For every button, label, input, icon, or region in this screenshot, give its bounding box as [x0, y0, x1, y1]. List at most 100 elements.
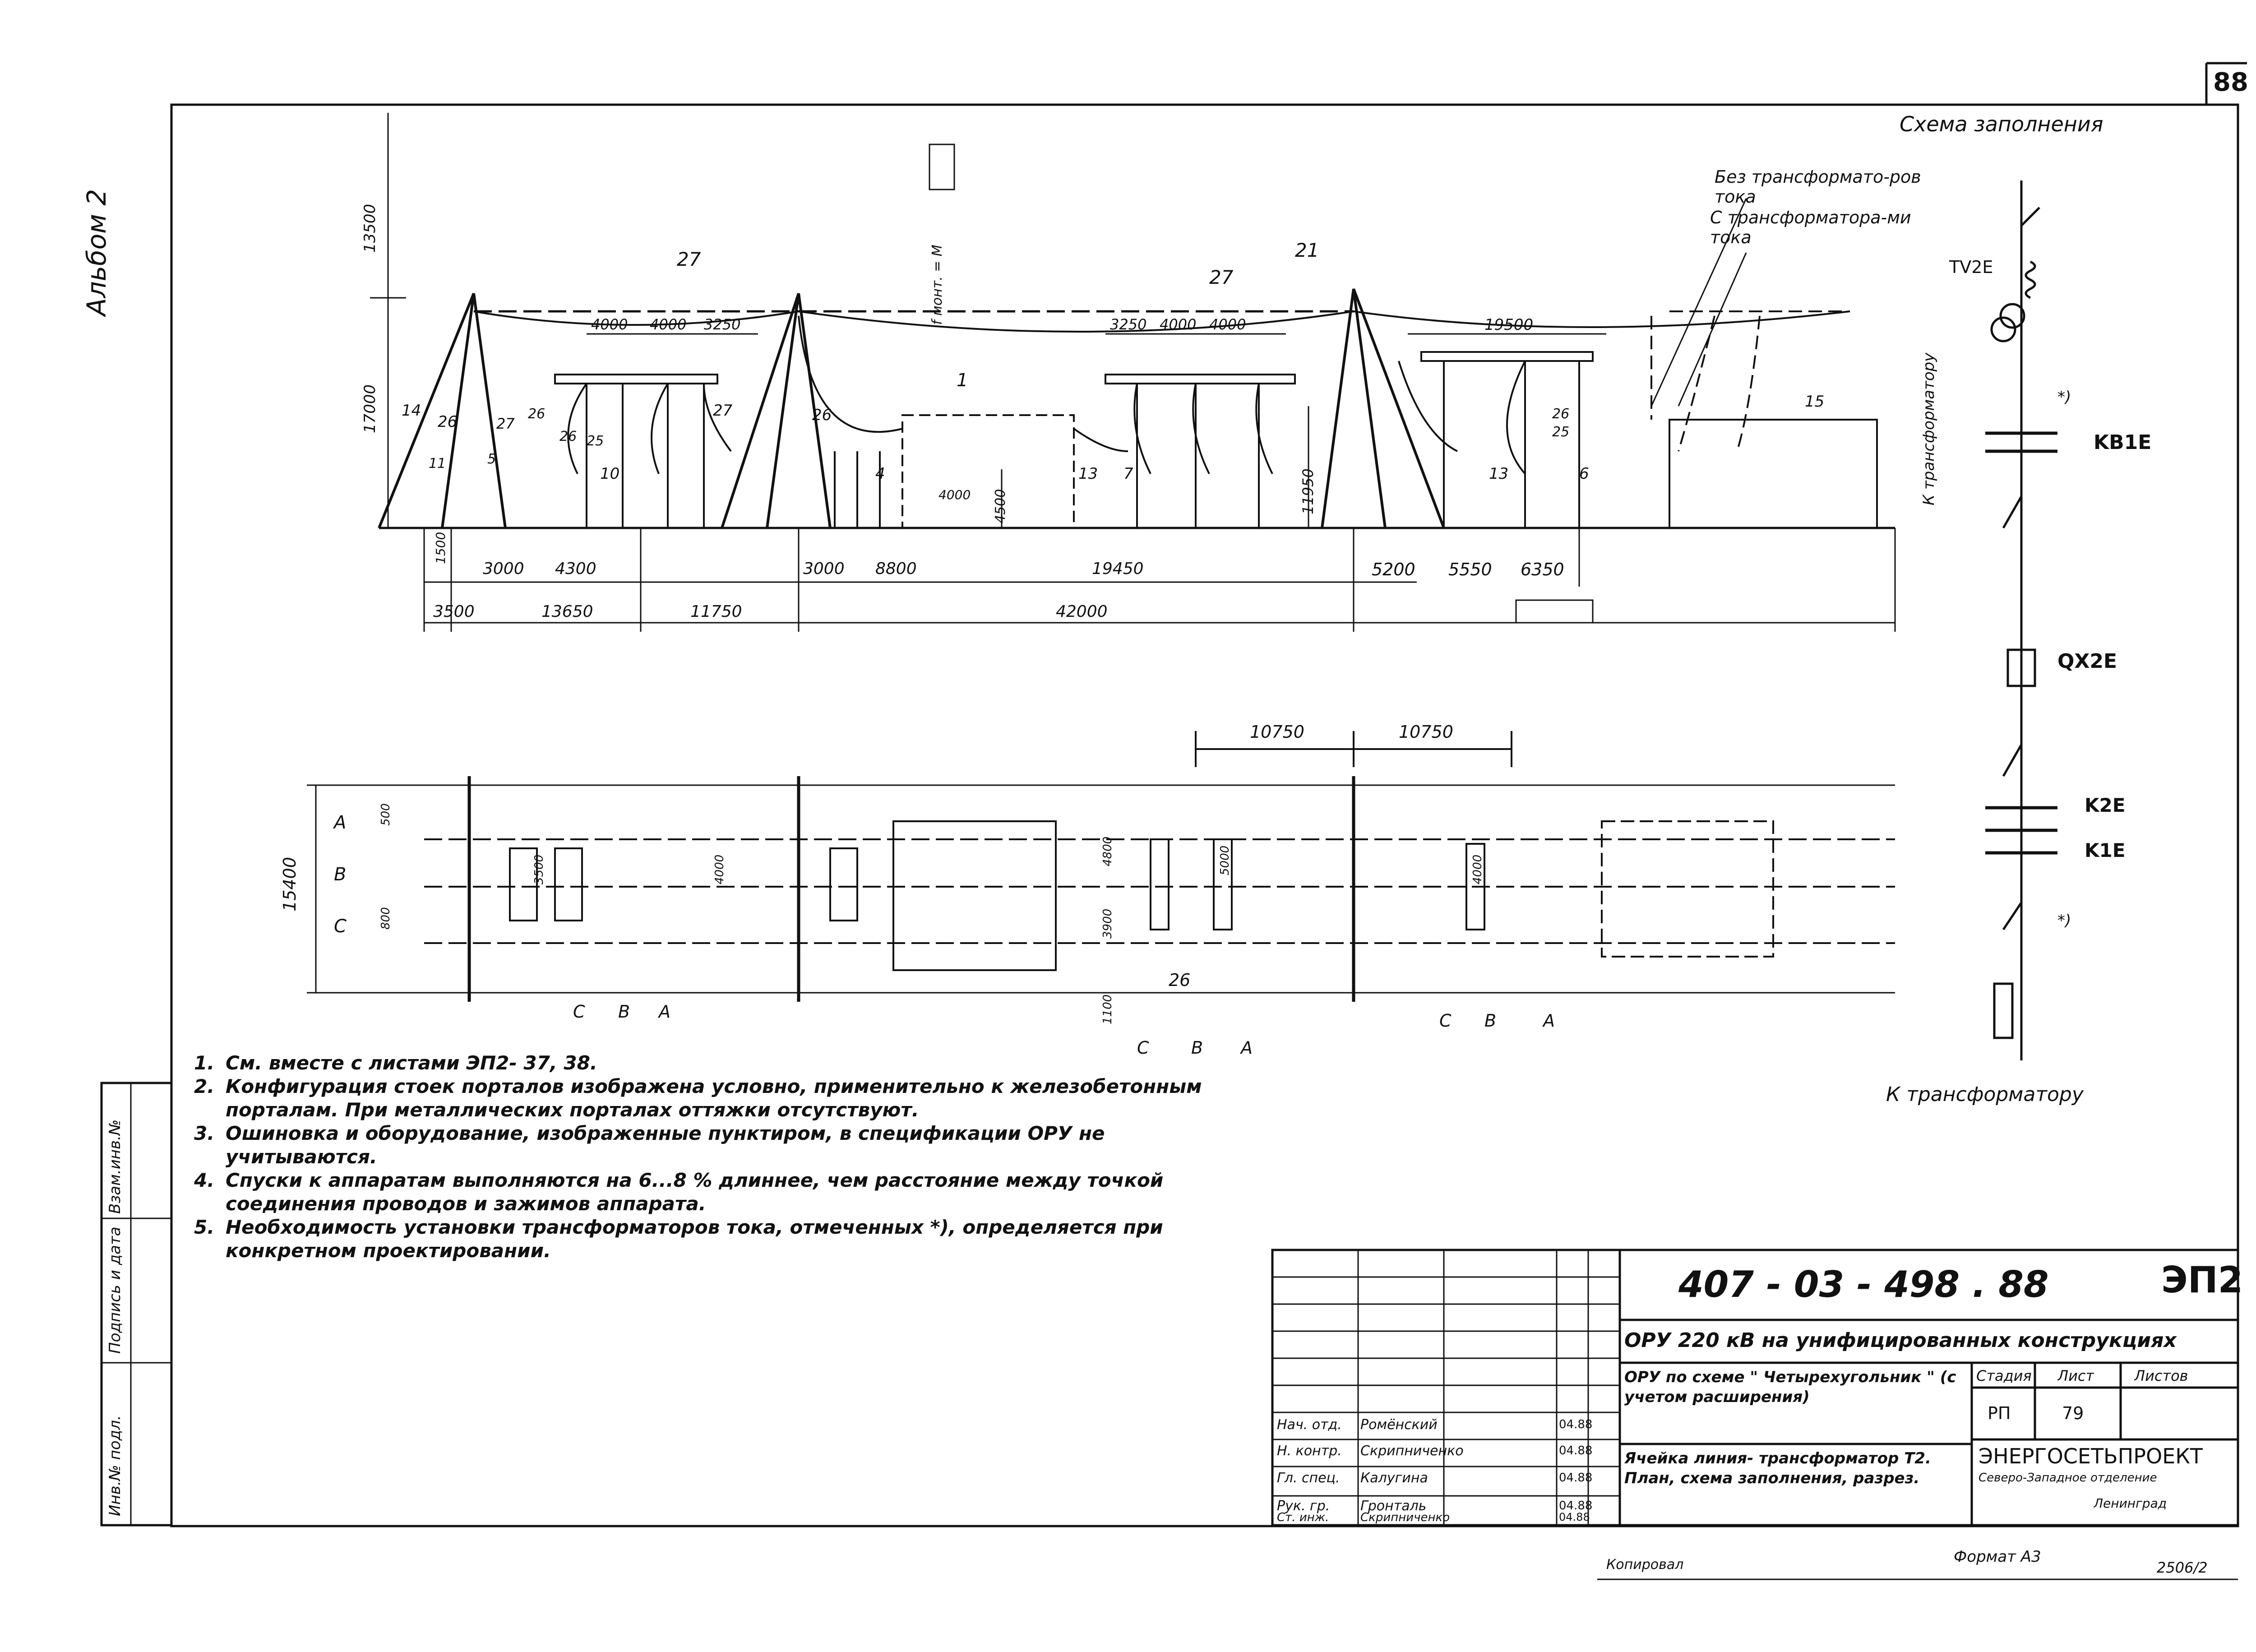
top-dim-l-1: 4000: [591, 316, 628, 333]
sheet-header: Лист: [2057, 1367, 2094, 1384]
callout-27c: 27: [713, 402, 733, 420]
callout-26a: 26: [438, 413, 458, 431]
sheet-code: ЭП2: [2161, 1259, 2243, 1301]
dim-row1-4300: 4300: [555, 560, 596, 578]
top-dim-l-2: 4000: [650, 316, 687, 333]
note-5: 5. Необходимость установки трансформаторо…: [194, 1216, 1232, 1263]
plan-small-dim-2: 800: [379, 907, 393, 930]
height-11950: 11950: [1299, 468, 1317, 514]
plan-small-dim-3: 3500: [532, 854, 546, 884]
dim-row1-5200: 5200: [1372, 560, 1415, 579]
stage-value: РП: [1988, 1403, 2011, 1423]
plan-small-dim-4: 4000: [713, 854, 726, 884]
replaces-inv-label: Взам.инв.№: [106, 1119, 124, 1214]
staff-name-4: Гронталь: [1360, 1498, 1427, 1514]
staff-role-1: Нач. отд.: [1277, 1417, 1342, 1433]
callout-7: 7: [1123, 465, 1133, 483]
staff-date-4: 04.88: [1559, 1499, 1593, 1513]
staff-role-3: Гл. спец.: [1277, 1470, 1340, 1486]
plan-bottom-a-1: А: [659, 1002, 670, 1022]
plan-small-dim-5: 4800: [1101, 836, 1114, 866]
staff-date-2: 04.88: [1559, 1444, 1593, 1458]
schema-kb1e: KB1E: [2094, 431, 2152, 454]
org-name: ЭНЕРГОСЕТЬПРОЕКТ: [1979, 1444, 2203, 1468]
plan-bottom-b-3: В: [1484, 1011, 1497, 1031]
dim-row1-8800: 8800: [875, 560, 917, 578]
plan-portal-posts: [467, 776, 1355, 1002]
schema-k2e: K2E: [2085, 794, 2126, 816]
plan-small-dim-8: 4000: [1471, 854, 1484, 884]
plan-callout-26: 26: [1169, 970, 1191, 990]
callout-13a: 13: [1078, 465, 1098, 483]
height-13500: 13500: [361, 204, 379, 253]
callout-27-left: 27: [677, 248, 701, 270]
callout-25: 25: [587, 433, 604, 449]
footer-code: 2506/2: [2157, 1559, 2208, 1576]
note-text: Спуски к аппаратам выполняются на 6...8 …: [226, 1169, 1164, 1215]
plan-phase-c: С: [334, 916, 347, 937]
callout-15: 15: [1805, 393, 1825, 411]
height-4500: 4500: [993, 489, 1008, 523]
to-transformer-label: К трансформатору: [1886, 1083, 2084, 1106]
inv-no-label: Инв.№ подл.: [106, 1415, 124, 1516]
top-dim-r-3: 4000: [1209, 316, 1246, 333]
signature-date-label: Подпись и дата: [106, 1226, 124, 1354]
f-mont-box: [929, 143, 955, 190]
scheme-desc: ОРУ по схеме " Четырехугольник " (с учет…: [1624, 1368, 1956, 1406]
plan-phase-a: А: [334, 812, 347, 833]
plan-small-dim-7: 5000: [1218, 845, 1232, 875]
doc-code: 407 - 03 - 498 . 88: [1678, 1263, 2049, 1305]
callout-21: 21: [1295, 239, 1319, 261]
general-notes: 1.См. вместе с листами ЭП2- 37, 38. 2. Ко…: [194, 1051, 1232, 1263]
staff-role-5: Ст. инж.: [1277, 1511, 1329, 1524]
staff-name-2: Скрипниченко: [1360, 1443, 1464, 1459]
dim-row2-11750: 11750: [690, 602, 742, 621]
dim-row2-13650: 13650: [541, 602, 593, 621]
plan-bottom-b-2: В: [1191, 1038, 1203, 1058]
sheets-header: Листов: [2134, 1367, 2188, 1384]
note-text: Необходимость установки трансформаторов …: [226, 1216, 1163, 1262]
single-line-schema: [1985, 180, 2057, 1060]
note-number: 1.: [194, 1052, 215, 1074]
plan-busbars: [307, 784, 1895, 994]
height-17000: 17000: [361, 384, 379, 433]
plan-bottom-a-3: А: [1543, 1011, 1555, 1031]
plan-bottom-c-2: С: [1137, 1038, 1149, 1058]
callout-14: 14: [402, 402, 421, 420]
staff-name-5: Скрипниченко: [1360, 1511, 1450, 1524]
plan-bottom-c-3: С: [1439, 1011, 1452, 1031]
note-4: 4.Спуски к аппаратам выполняются на 6...…: [194, 1169, 1232, 1216]
sheet-title: Ячейка линия- трансформатор Т2. План, сх…: [1624, 1449, 1931, 1487]
note-text: Конфигурация стоек порталов изображена у…: [226, 1075, 1202, 1121]
copied-label: Копировал: [1606, 1557, 1684, 1573]
plan-small-dim-9: 1100: [1101, 994, 1114, 1024]
note-text: Ошиновка и оборудование, изображенные пу…: [226, 1122, 1105, 1168]
plan-bottom-c-1: С: [573, 1002, 585, 1022]
plan-dim-top-1: 10750: [1250, 722, 1304, 742]
note-number: 2.: [194, 1075, 215, 1097]
dim-row1-3000b: 3000: [803, 560, 845, 578]
callout-27b: 27: [496, 415, 515, 432]
staff-role-2: Н. контр.: [1277, 1443, 1342, 1459]
note-1: 1.См. вместе с листами ЭП2- 37, 38.: [194, 1051, 1232, 1075]
staff-date-1: 04.88: [1559, 1418, 1593, 1431]
callout-26e: 26: [1552, 406, 1570, 422]
callout-11: 11: [429, 456, 446, 472]
schema-mark-1: *): [2057, 388, 2071, 406]
schema-tv2e: TV2E: [1949, 257, 1993, 277]
callout-26c: 26: [559, 429, 577, 444]
note-number: 5.: [194, 1216, 215, 1238]
portal-towers: [378, 288, 1445, 529]
dim-row1-3000a: 3000: [483, 560, 524, 578]
small-dim-4000: 4000: [938, 487, 971, 502]
top-dim-l-3: 3250: [704, 316, 741, 333]
callout-26b: 26: [528, 406, 546, 422]
album-label: Альбом 2: [81, 189, 112, 316]
plan-bottom-a-2: А: [1241, 1038, 1253, 1058]
schema-k1e: K1E: [2085, 839, 2126, 861]
plan-dim-top-2: 10750: [1399, 722, 1453, 742]
stage-header: Стадия: [1976, 1367, 2032, 1384]
org-sub: Северо-Западное отделение: [1979, 1471, 2157, 1485]
plan-bottom-b-1: В: [618, 1002, 630, 1022]
